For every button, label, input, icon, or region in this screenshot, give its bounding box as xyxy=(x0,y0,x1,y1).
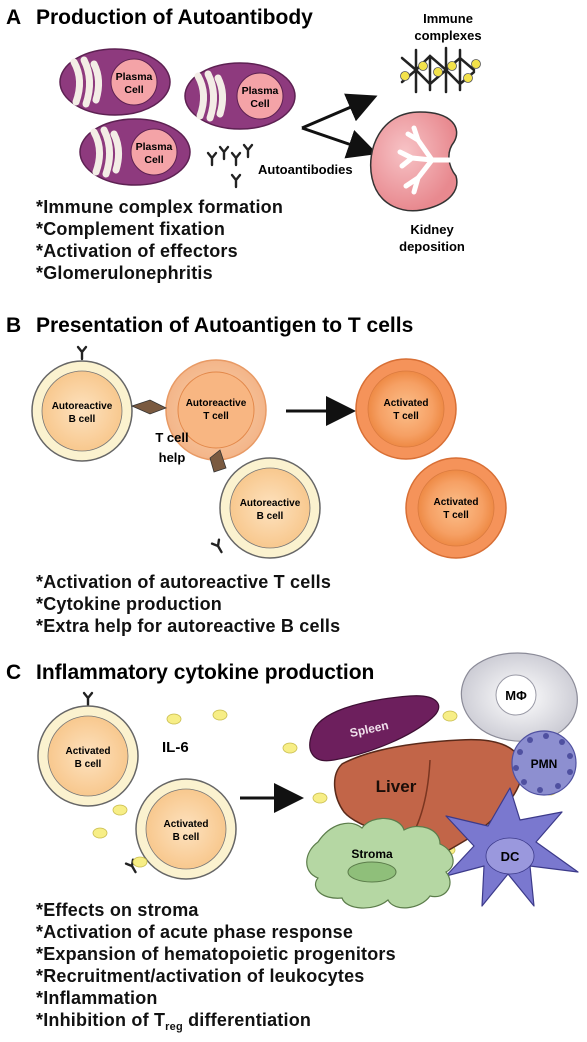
panel-b-bullet-1: *Activation of autoreactive T cells xyxy=(36,572,332,592)
pmn-icon: PMN xyxy=(511,730,577,796)
plasma-cell-2-label-2: Cell xyxy=(250,98,269,110)
plasma-cell-3-label-1: Plasma xyxy=(136,141,173,153)
kidney-label-2: deposition xyxy=(399,239,465,254)
panel-b-letter: B xyxy=(6,314,21,337)
immune-complex-icon xyxy=(400,46,481,94)
panel-c-bullet-2: *Activation of acute phase response xyxy=(36,922,354,942)
panel-a: A Production of Autoantibody Plasma Cell… xyxy=(6,6,482,254)
immune-complexes-label-2: complexes xyxy=(414,28,481,43)
synapse-connector-2 xyxy=(209,449,227,473)
panel-a-bullets: *Immune complex formation *Complement fi… xyxy=(36,196,283,284)
il6-label: IL-6 xyxy=(162,739,189,756)
panel-b-title: Presentation of Autoantigen to T cells xyxy=(36,314,413,337)
spleen-icon: Spleen xyxy=(309,695,440,762)
t-cell-help-label-2: help xyxy=(159,450,186,465)
panel-a-bullet-1: *Immune complex formation xyxy=(36,197,284,217)
panel-c: C Inflammatory cytokine production Activ… xyxy=(6,652,579,909)
panel-c-bullet-4: *Recruitment/activation of leukocytes xyxy=(36,966,365,986)
panel-c-bullets: *Effects on stroma *Activation of acute … xyxy=(36,899,396,1038)
activated-b-cell-1-label-2: B cell xyxy=(75,759,102,770)
panel-c-bullet-6-prefix: *Inhibition of T xyxy=(36,1010,166,1030)
activated-t-cell-1: Activated T cell xyxy=(355,358,457,460)
b-cell-2-label-2: B cell xyxy=(257,511,284,522)
panel-c-bullet-6: *Inhibition of Treg differentiation xyxy=(36,1009,396,1038)
panel-b-bullet-3: *Extra help for autoreactive B cells xyxy=(36,616,341,636)
activated-b-cell-1: Activated B cell xyxy=(37,691,139,807)
dc-label: DC xyxy=(501,849,520,864)
panel-c-bullet-6-subscript: reg xyxy=(165,1021,183,1033)
t-cell-label-2: T cell xyxy=(203,411,229,422)
immune-complexes-label-1: Immune xyxy=(423,11,473,26)
t-cell-label-1: Autoreactive xyxy=(186,398,247,409)
panel-b-bullets: *Activation of autoreactive T cells *Cyt… xyxy=(36,571,340,637)
activated-b-cell-2-label-1: Activated xyxy=(163,819,208,830)
plasma-cell-2-label-1: Plasma xyxy=(242,85,279,97)
t-cell-help-label-1: T cell xyxy=(155,430,188,445)
panel-c-bullet-1: *Effects on stroma xyxy=(36,900,199,920)
dc-icon: DC xyxy=(445,787,579,907)
activated-t-cell-2: Activated T cell xyxy=(405,457,507,559)
stroma-icon: Stroma xyxy=(306,817,454,909)
arrow-to-immune-complexes xyxy=(301,93,378,130)
plasma-cell-1-label-2: Cell xyxy=(124,84,143,96)
panel-c-title: Inflammatory cytokine production xyxy=(36,661,374,684)
panel-c-bullet-6-suffix: differentiation xyxy=(182,1010,312,1030)
b-cell-1-label-1: Autoreactive xyxy=(52,401,113,412)
autoreactive-t-cell: Autoreactive T cell xyxy=(165,359,267,461)
autoreactive-b-cell-1: Autoreactive B cell xyxy=(31,345,133,462)
activated-b-cell-2-label-2: B cell xyxy=(173,832,200,843)
arrow-to-kidney xyxy=(301,126,378,159)
activated-b-cell-2: Activated B cell xyxy=(124,778,237,880)
synapse-connector-1 xyxy=(130,399,167,415)
activated-t-cell-1-label-2: T cell xyxy=(393,411,419,422)
liver-label: Liver xyxy=(376,777,417,796)
plasma-cell-1-label-1: Plasma xyxy=(116,71,153,83)
kidney-label-1: Kidney xyxy=(410,222,454,237)
plasma-cell-3: Plasma Cell xyxy=(79,118,191,186)
pmn-label: PMN xyxy=(531,757,558,771)
panel-c-bullet-3: *Expansion of hematopoietic progenitors xyxy=(36,944,396,964)
macrophage-label: MΦ xyxy=(505,688,527,703)
plasma-cell-1: Plasma Cell xyxy=(59,48,171,116)
kidney-icon xyxy=(369,111,458,212)
panel-a-bullet-3: *Activation of effectors xyxy=(36,241,238,261)
autoantibodies-icon xyxy=(206,143,254,189)
panel-c-bullet-5: *Inflammation xyxy=(36,988,158,1008)
panel-a-bullet-2: *Complement fixation xyxy=(36,219,226,239)
autoantibodies-label: Autoantibodies xyxy=(258,162,353,177)
panel-a-letter: A xyxy=(6,6,21,29)
activated-b-cell-1-label-1: Activated xyxy=(65,746,110,757)
panel-b-bullet-2: *Cytokine production xyxy=(36,594,223,614)
plasma-cell-2: Plasma Cell xyxy=(184,62,296,130)
macrophage-icon: MΦ xyxy=(460,652,578,742)
autoreactive-b-cell-2: Autoreactive B cell xyxy=(210,457,321,559)
activated-t-cell-1-label-1: Activated xyxy=(383,398,428,409)
panel-b: B Presentation of Autoantigen to T cells… xyxy=(6,314,507,559)
activated-t-cell-2-label-1: Activated xyxy=(433,497,478,508)
plasma-cell-3-label-2: Cell xyxy=(144,154,163,166)
stroma-label: Stroma xyxy=(351,847,393,861)
panel-c-letter: C xyxy=(6,661,21,684)
panel-a-title: Production of Autoantibody xyxy=(36,6,313,29)
panel-a-bullet-4: *Glomerulonephritis xyxy=(36,263,213,283)
activated-t-cell-2-label-2: T cell xyxy=(443,510,469,521)
b-cell-1-label-2: B cell xyxy=(69,414,96,425)
b-cell-2-label-1: Autoreactive xyxy=(240,498,301,509)
